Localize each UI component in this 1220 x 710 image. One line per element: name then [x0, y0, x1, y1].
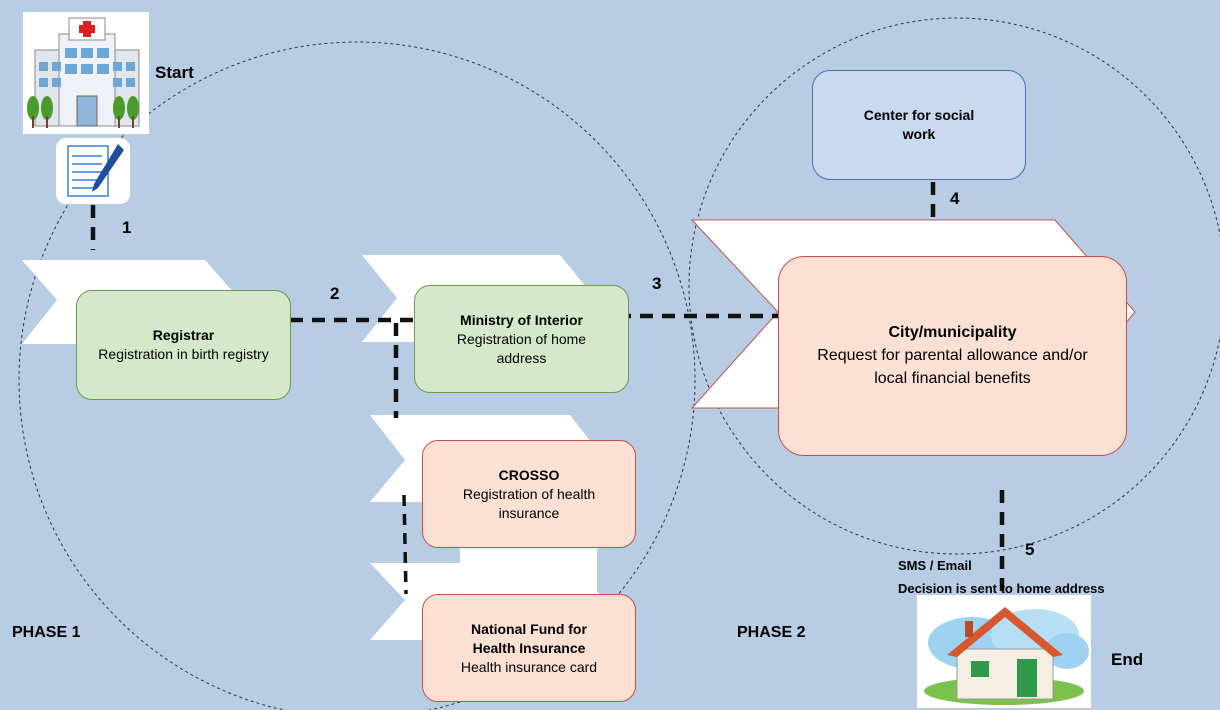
city-subtitle: Request for parental allowance and/or lo… — [817, 347, 1088, 387]
document-pen-icon — [56, 138, 130, 204]
step-2-label: 2 — [330, 284, 340, 303]
phase2-circle — [688, 17, 1220, 555]
city-node: City/municipality Request for parental a… — [778, 256, 1127, 456]
crosso-node: CROSSO Registration of health insurance — [422, 440, 636, 548]
step-3-label: 3 — [652, 274, 662, 293]
registrar-node: Registrar Registration in birth registry — [76, 290, 291, 400]
connector-crosso-fund — [402, 494, 408, 595]
crosso-title: CROSSO — [498, 466, 560, 483]
national-fund-subtitle: Health insurance card — [460, 658, 598, 675]
step-1-label: 1 — [122, 218, 132, 237]
crosso-subtitle: Registration of health insurance — [462, 485, 596, 521]
start-label: Start — [155, 63, 194, 82]
house-icon — [917, 595, 1091, 708]
delivery-channels: SMS / Email — [898, 558, 972, 573]
hospital-icon — [23, 12, 149, 134]
phase-1-label: PHASE 1 — [12, 624, 81, 641]
ministry-subtitle: Registration of home address — [456, 330, 587, 366]
registrar-title: Registrar — [152, 327, 215, 343]
delivery-decision: Decision is sent to home address — [898, 581, 1105, 596]
registrar-subtitle: Registration in birth registry — [98, 346, 269, 362]
social-work-title: Center for social work — [863, 107, 975, 142]
national-fund-title: National Fund for Health Insurance — [471, 620, 587, 656]
ministry-title: Ministry of Interior — [460, 311, 583, 328]
social-work-node: Center for social work — [812, 70, 1026, 180]
step-4-label: 4 — [950, 189, 960, 208]
city-title: City/municipality — [888, 324, 1017, 341]
step-5-label: 5 — [1025, 540, 1035, 559]
phase1-circle — [18, 41, 696, 710]
national-fund-node: National Fund for Health Insurance Healt… — [422, 594, 636, 702]
phase-2-label: PHASE 2 — [737, 624, 806, 641]
end-label: End — [1111, 650, 1144, 669]
ministry-node: Ministry of Interior Registration of hom… — [414, 285, 629, 393]
